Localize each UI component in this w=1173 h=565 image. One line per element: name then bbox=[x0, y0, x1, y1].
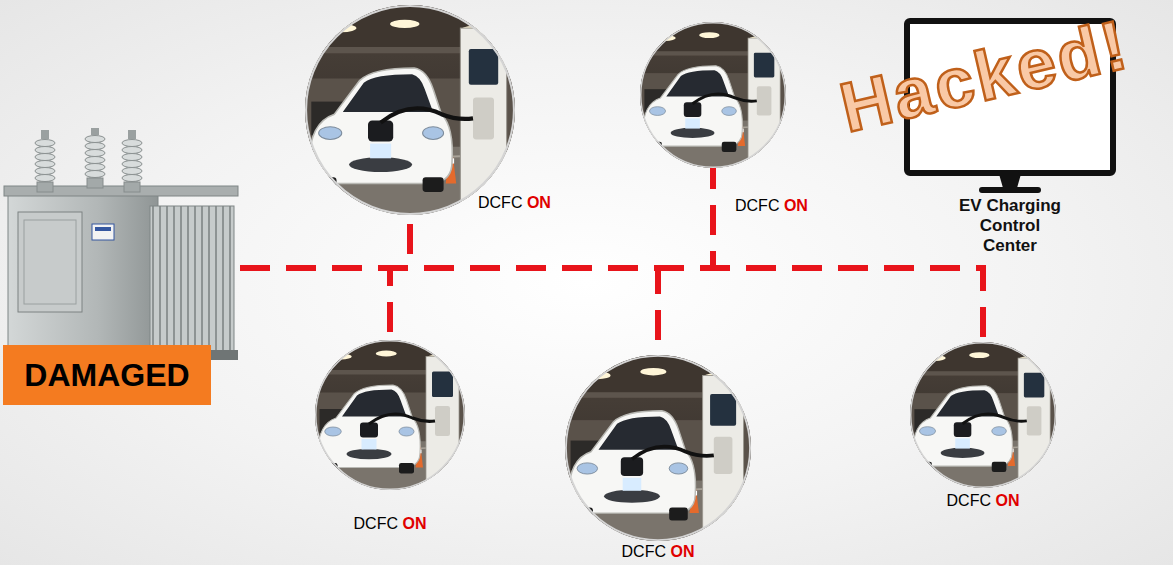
status-word: ON bbox=[402, 515, 426, 532]
power-line bbox=[240, 268, 658, 355]
charger-photo-node: DCFC ON bbox=[315, 340, 465, 490]
status-label: DAMAGED bbox=[3, 345, 211, 405]
charger-label: DCFC ON bbox=[622, 543, 695, 561]
charger-photo bbox=[305, 5, 515, 215]
power-line bbox=[240, 268, 390, 340]
charger-photo-node: DCFC ON bbox=[640, 22, 786, 168]
center-label: EV Charging Control Center bbox=[955, 196, 1065, 256]
charger-label: DCFC ON bbox=[354, 515, 427, 533]
status-word: ON bbox=[527, 194, 551, 211]
power-line bbox=[240, 215, 410, 268]
charger-photo bbox=[565, 355, 751, 541]
device-word: DCFC bbox=[354, 515, 403, 532]
charger-photo bbox=[640, 22, 786, 168]
charger-photo-node: DCFC ON bbox=[305, 5, 515, 215]
device-word: DCFC bbox=[947, 492, 996, 509]
status-word: ON bbox=[995, 492, 1019, 509]
device-word: DCFC bbox=[735, 197, 784, 214]
charger-photo-node: DCFC ON bbox=[565, 355, 751, 541]
charger-label: DCFC ON bbox=[478, 194, 551, 212]
status-word: ON bbox=[784, 197, 808, 214]
charger-photo bbox=[910, 342, 1056, 488]
device-word: DCFC bbox=[622, 543, 671, 560]
charger-label: DCFC ON bbox=[947, 492, 1020, 510]
power-line bbox=[240, 268, 983, 342]
device-word: DCFC bbox=[478, 194, 527, 211]
charger-photo bbox=[315, 340, 465, 490]
charger-label: DCFC ON bbox=[735, 197, 808, 215]
charger-photo-node: DCFC ON bbox=[910, 342, 1056, 488]
status-word: ON bbox=[670, 543, 694, 560]
transformer-node: DAMAGED bbox=[0, 128, 240, 410]
